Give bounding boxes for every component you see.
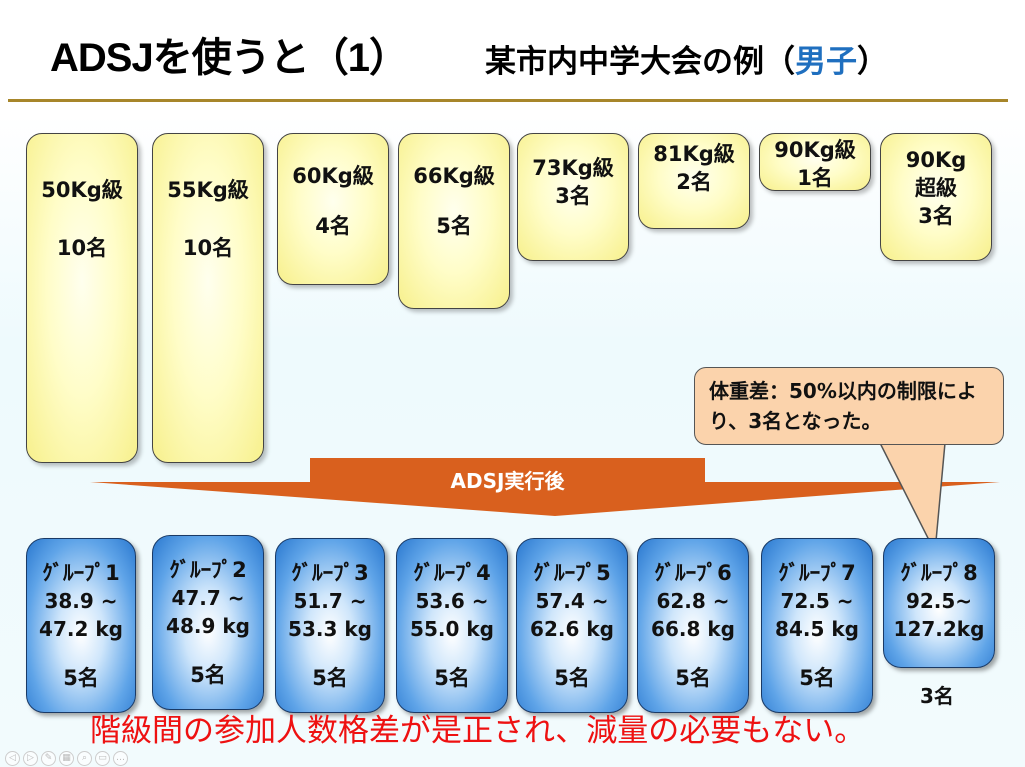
group-name: ｸﾞﾙｰﾌﾟ2 — [169, 558, 247, 582]
slide-title: ADSJを使うと（1） — [50, 36, 409, 80]
group-range-start: 47.7 ~ — [171, 586, 245, 610]
weight-class-box: 90Kg 超級 3名 — [880, 133, 992, 261]
weight-class-count: 4名 — [315, 214, 351, 238]
subtitle-prefix: 某市内中学大会の例（ — [485, 44, 795, 80]
adsj-arrow — [90, 458, 1000, 516]
group-name: ｸﾞﾙｰﾌﾟ4 — [413, 561, 491, 585]
group-range-end: 66.8 kg — [651, 617, 735, 641]
group-box: ｸﾞﾙｰﾌﾟ6 62.8 ~ 66.8 kg 5名 — [637, 538, 749, 713]
group8-count: 3名 — [920, 684, 954, 708]
weight-class-box: 73Kg級 3名 — [517, 133, 629, 261]
title-divider — [8, 99, 1008, 102]
group-range-start: 53.6 ~ — [415, 589, 489, 613]
arrow-label: ADSJ実行後 — [450, 469, 565, 493]
group-count: 5名 — [675, 666, 711, 690]
weight-class-label: 60Kg級 — [292, 164, 374, 188]
group-range-end: 62.6 kg — [530, 617, 614, 641]
group-box: ｸﾞﾙｰﾌﾟ3 51.7 ~ 53.3 kg 5名 — [275, 538, 385, 713]
group-box: ｸﾞﾙｰﾌﾟ1 38.9 ~ 47.2 kg 5名 — [26, 538, 136, 713]
group-name: ｸﾞﾙｰﾌﾟ7 — [778, 561, 856, 585]
group-name: ｸﾞﾙｰﾌﾟ1 — [42, 561, 120, 585]
group-name: ｸﾞﾙｰﾌﾟ5 — [533, 561, 611, 585]
group-range-start: 57.4 ~ — [535, 589, 609, 613]
weight-class-label: 73Kg級 — [532, 156, 614, 180]
group-box: ｸﾞﾙｰﾌﾟ7 72.5 ~ 84.5 kg 5名 — [761, 538, 873, 713]
next-icon[interactable]: ▷ — [23, 751, 38, 766]
weight-class-label: 81Kg級 — [653, 142, 735, 166]
subtitle-suffix: ） — [857, 44, 888, 80]
group-range-end: 84.5 kg — [775, 617, 859, 641]
group-range-end: 53.3 kg — [288, 617, 372, 641]
weight-class-label: 90Kg級 — [774, 138, 856, 162]
group-box: ｸﾞﾙｰﾌﾟ8 92.5~ 127.2kg — [883, 538, 995, 668]
weight-class-box: 60Kg級 4名 — [277, 133, 389, 285]
slides-icon[interactable]: ▦ — [59, 751, 74, 766]
group-count: 5名 — [799, 666, 835, 690]
group-range-end: 127.2kg — [893, 617, 985, 641]
group-name: ｸﾞﾙｰﾌﾟ3 — [291, 561, 369, 585]
group-range-end: 47.2 kg — [39, 617, 123, 641]
weight-class-box: 55Kg級 10名 — [152, 133, 264, 463]
screen-icon[interactable]: ▭ — [95, 751, 110, 766]
weight-class-count: 1名 — [797, 166, 833, 190]
weight-class-count: 3名 — [918, 204, 954, 228]
group-range-start: 51.7 ~ — [293, 589, 367, 613]
subtitle-highlight: 男子 — [795, 44, 857, 80]
group-count: 5名 — [312, 666, 348, 690]
weight-class-box: 50Kg級 10名 — [26, 133, 138, 463]
zoom-icon[interactable]: ⌕ — [77, 751, 92, 766]
more-icon[interactable]: … — [113, 751, 128, 766]
weight-class-count: 3名 — [555, 184, 591, 208]
weight-class-count: 5名 — [436, 214, 472, 238]
pen-icon[interactable]: ✎ — [41, 751, 56, 766]
callout-tail — [878, 442, 946, 555]
group-count: 5名 — [554, 666, 590, 690]
group-count: 5名 — [190, 663, 226, 687]
group-range-start: 92.5~ — [905, 589, 973, 613]
callout-note: 体重差：50%以内の制限により、3名となった。 — [694, 367, 1004, 445]
group-name: ｸﾞﾙｰﾌﾟ6 — [654, 561, 732, 585]
weight-class-count: 10名 — [56, 236, 108, 260]
weight-class-box: 66Kg級 5名 — [398, 133, 510, 309]
weight-class-box: 81Kg級 2名 — [638, 133, 750, 229]
weight-class-count: 2名 — [676, 170, 712, 194]
group-box: ｸﾞﾙｰﾌﾟ2 47.7 ~ 48.9 kg 5名 — [152, 535, 264, 710]
prev-icon[interactable]: ◁ — [5, 751, 20, 766]
group-range-start: 62.8 ~ — [656, 589, 730, 613]
group-range-end: 55.0 kg — [410, 617, 494, 641]
group-count: 5名 — [434, 666, 470, 690]
weight-class-label: 66Kg級 — [413, 164, 495, 188]
slide-subtitle: 某市内中学大会の例（男子） — [485, 42, 888, 82]
conclusion-text: 階級間の参加人数格差が是正され、減量の必要もない。 — [90, 713, 866, 749]
group-box: ｸﾞﾙｰﾌﾟ4 53.6 ~ 55.0 kg 5名 — [396, 538, 508, 713]
weight-class-label: 90Kg 超級 — [905, 148, 967, 200]
weight-class-label: 55Kg級 — [167, 178, 249, 202]
group-range-start: 72.5 ~ — [780, 589, 854, 613]
slide-nav: ◁ ▷ ✎ ▦ ⌕ ▭ … — [5, 751, 128, 766]
group-box: ｸﾞﾙｰﾌﾟ5 57.4 ~ 62.6 kg 5名 — [516, 538, 628, 713]
weight-class-label: 50Kg級 — [41, 178, 123, 202]
group-range-start: 38.9 ~ — [44, 589, 118, 613]
group-count: 5名 — [63, 666, 99, 690]
weight-class-count: 10名 — [182, 236, 234, 260]
group-range-end: 48.9 kg — [166, 614, 250, 638]
weight-class-box: 90Kg級 1名 — [759, 133, 871, 191]
group-name: ｸﾞﾙｰﾌﾟ8 — [900, 561, 978, 585]
